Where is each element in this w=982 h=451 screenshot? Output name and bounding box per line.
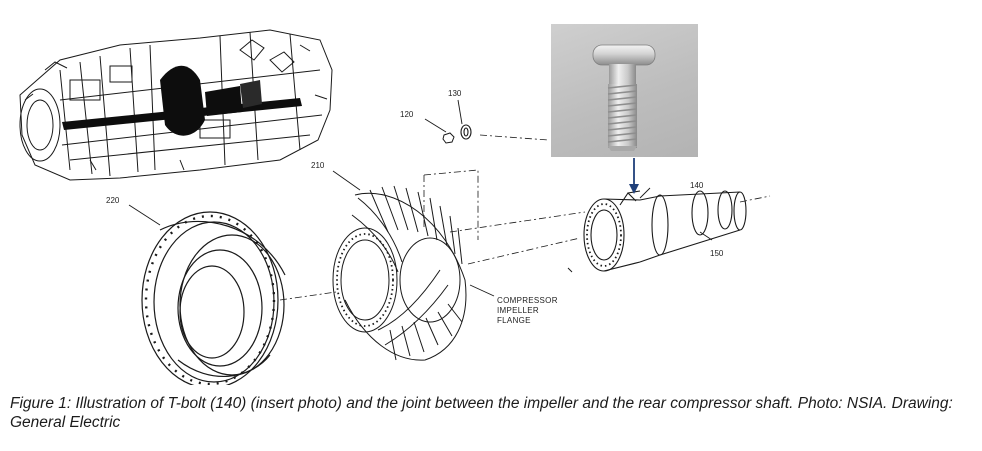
tick-mark bbox=[567, 267, 573, 273]
part-130-washer bbox=[460, 124, 472, 140]
leader-lines bbox=[128, 99, 713, 297]
engine-overview-sketch bbox=[19, 29, 333, 181]
part-220-casing-ring bbox=[141, 211, 286, 385]
callout-220: 220 bbox=[106, 196, 120, 205]
t-bolt-illustration bbox=[592, 44, 656, 151]
t-bolt-photo bbox=[551, 24, 698, 157]
part-120-nut bbox=[442, 132, 455, 144]
callout-140: 140 bbox=[690, 181, 704, 190]
callout-150: 150 bbox=[710, 249, 724, 258]
assembly-centerlines bbox=[279, 134, 771, 301]
annotation-line-2: IMPELLER bbox=[497, 306, 539, 315]
annotation-line-3: FLANGE bbox=[497, 316, 531, 325]
part-210-compressor-impeller bbox=[332, 185, 467, 361]
callout-120: 120 bbox=[400, 110, 414, 119]
exploded-assembly-drawing: 120 130 210 220 140 150 COMPRESSOR IMPEL… bbox=[19, 29, 771, 385]
part-150-rear-compressor-shaft bbox=[583, 190, 747, 272]
figure-caption: Figure 1: Illustration of T-bolt (140) (… bbox=[10, 395, 953, 431]
callout-130: 130 bbox=[448, 89, 462, 98]
callout-210: 210 bbox=[311, 161, 325, 170]
annotation-line-1: COMPRESSOR bbox=[497, 296, 558, 305]
photo-pointer-arrow bbox=[629, 158, 639, 194]
